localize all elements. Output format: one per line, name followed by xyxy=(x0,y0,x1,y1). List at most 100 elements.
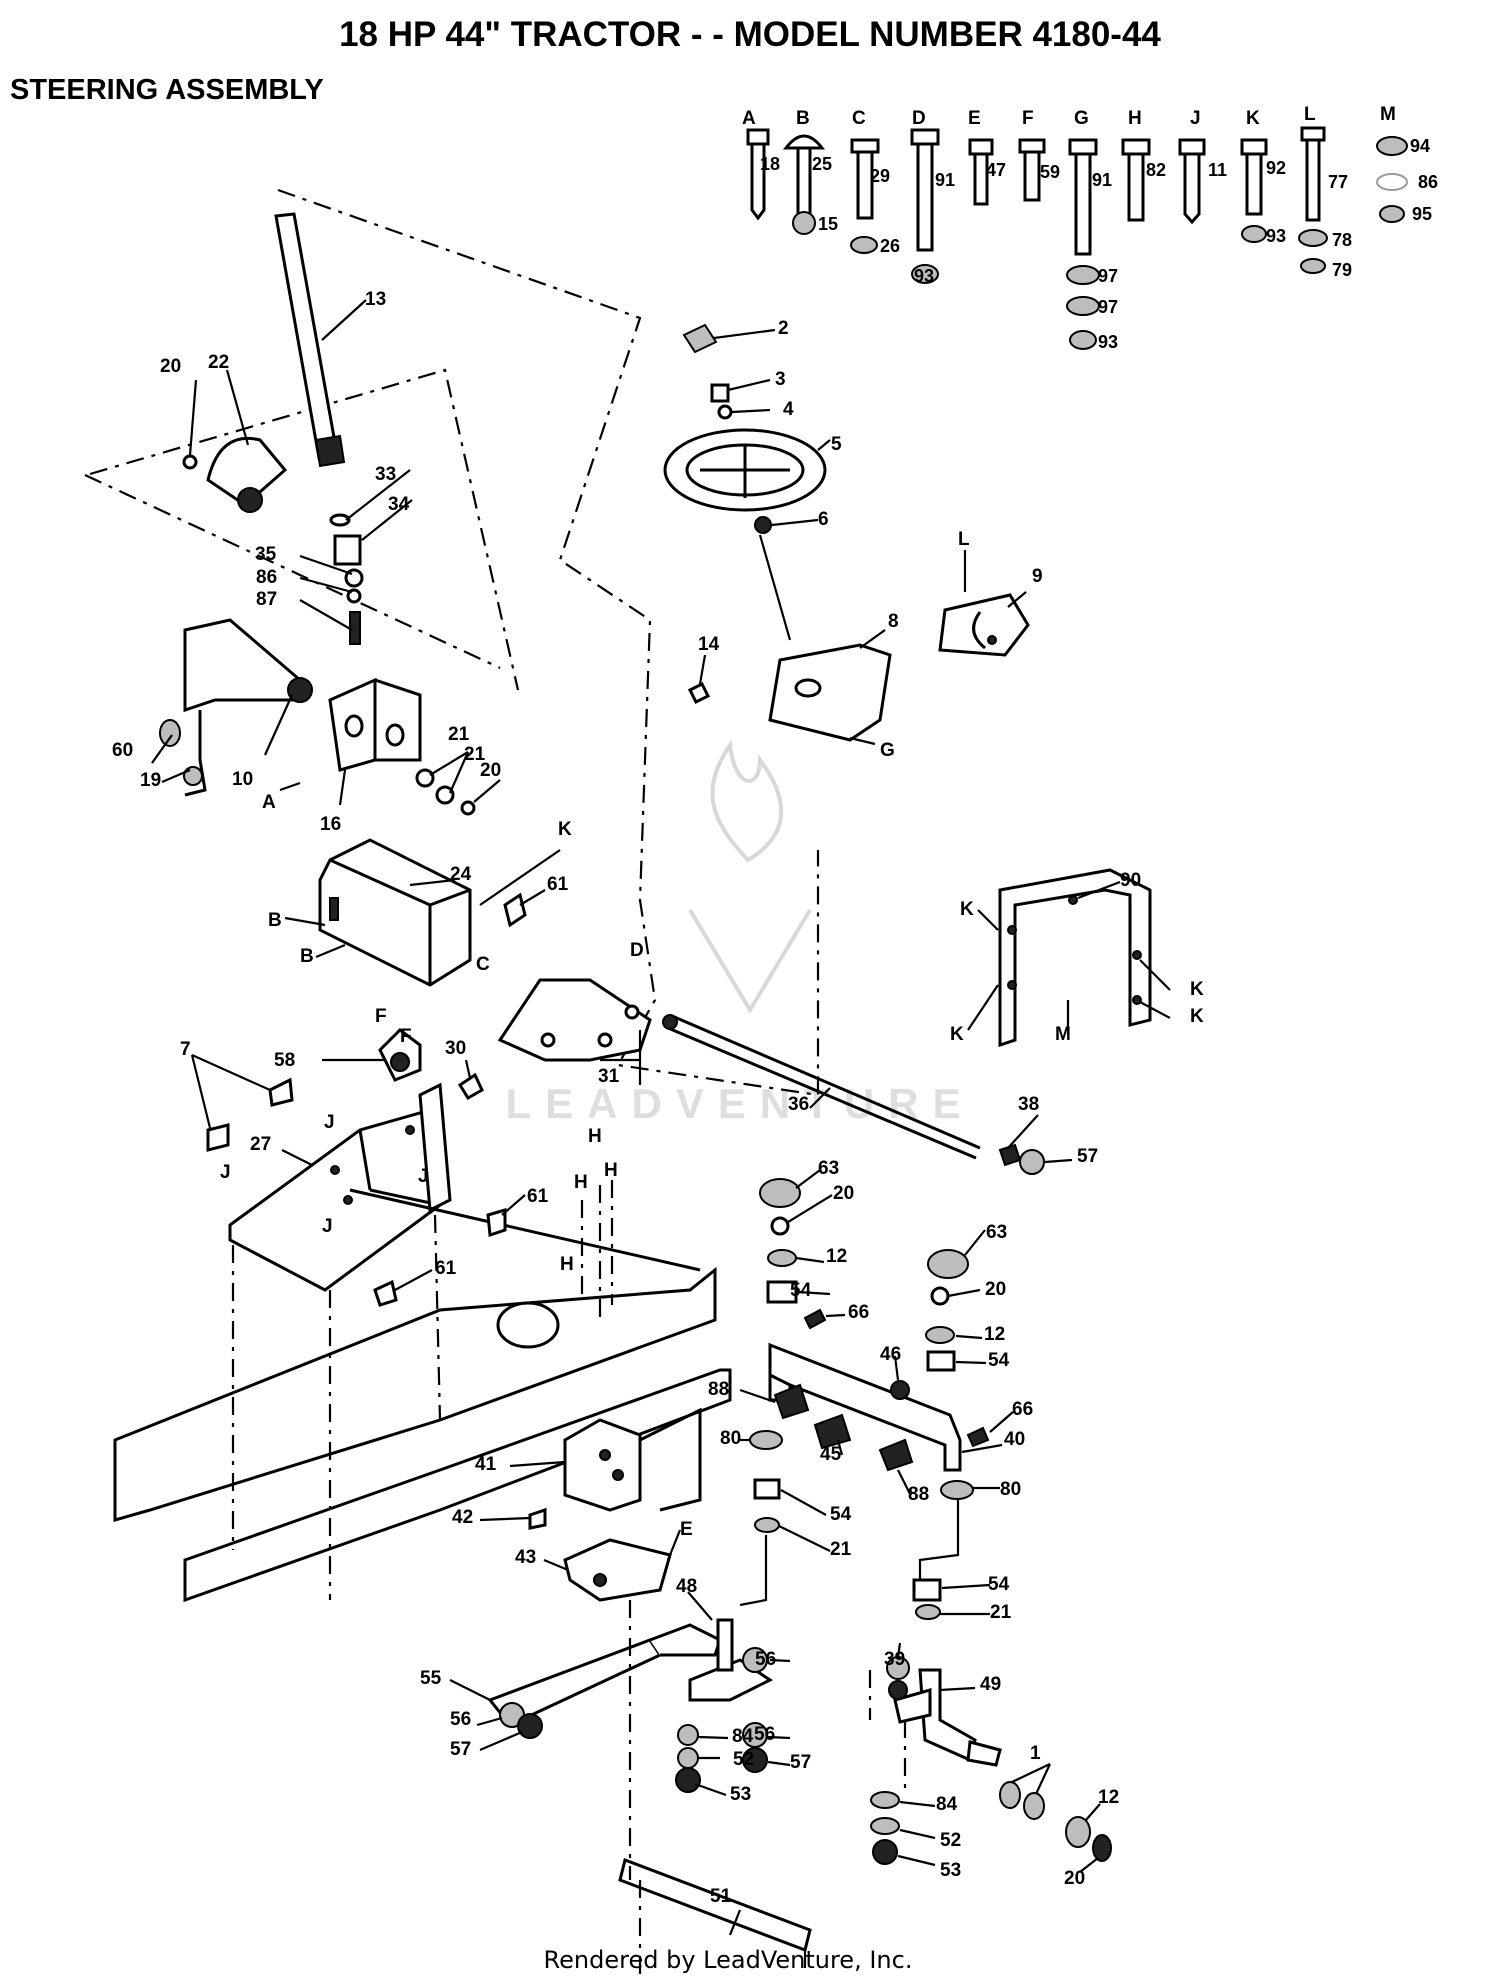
reference-letter: F xyxy=(400,1026,412,1047)
part-callout: 42 xyxy=(452,1507,473,1528)
sector-gear xyxy=(206,436,288,507)
part-callout: 27 xyxy=(250,1134,271,1155)
part-callout: 45 xyxy=(820,1444,842,1465)
part-callout: 48 xyxy=(676,1576,697,1597)
hardware-column-label: E xyxy=(968,108,981,129)
part-callout: 21 xyxy=(464,744,486,765)
hardware-part-number: 86 xyxy=(1418,172,1438,192)
reference-letter: H xyxy=(588,1126,602,1147)
part-callout: 19 xyxy=(140,770,161,791)
part-callout: 60 xyxy=(112,740,133,761)
hardware-column-label: A xyxy=(742,108,756,129)
page-title: 18 HP 44" TRACTOR - - MODEL NUMBER 4180-… xyxy=(339,15,1161,54)
part-callout: 90 xyxy=(1120,870,1141,891)
part-callout: 3 xyxy=(775,369,786,390)
part-callout: 8 xyxy=(888,611,899,632)
footer-credit: Rendered by LeadVenture, Inc. xyxy=(544,1946,913,1974)
watermark: LEADVENTURE xyxy=(505,739,961,1127)
part-callout: 49 xyxy=(980,1674,1001,1695)
reference-letter: L xyxy=(958,529,970,550)
bolt-k-icon xyxy=(1240,138,1268,216)
reference-letter: M xyxy=(1055,1024,1071,1045)
part-callout: 1 xyxy=(1030,1743,1041,1764)
part-callout: 57 xyxy=(790,1752,811,1773)
reference-letter: A xyxy=(262,792,276,813)
carriage-bolt-b-icon xyxy=(782,134,826,220)
part-callout: 86 xyxy=(256,567,277,588)
part-callout: 55 xyxy=(420,1668,442,1689)
washer-94-icon xyxy=(1376,136,1408,156)
hardware-part-number: 47 xyxy=(986,160,1006,180)
part-callout: 34 xyxy=(388,494,410,515)
part-callout: 43 xyxy=(515,1547,536,1568)
part-callout: 58 xyxy=(274,1050,295,1071)
hardware-part-number: 29 xyxy=(870,166,890,186)
part-callout: 20 xyxy=(1064,1868,1085,1889)
hardware-column-label: K xyxy=(1246,108,1260,129)
part-callout: 6 xyxy=(818,509,829,530)
washer-86-icon xyxy=(1376,173,1408,191)
part-callout: 5 xyxy=(831,434,842,455)
nut-93g-icon xyxy=(1069,330,1097,350)
washer-78-icon xyxy=(1298,229,1328,247)
reference-letter: H xyxy=(574,1172,588,1193)
washer-26-icon xyxy=(850,236,878,254)
right-spindle xyxy=(918,1668,977,1763)
part-callout: 88 xyxy=(908,1484,929,1505)
reference-letter: J xyxy=(418,1166,429,1187)
exploded-view xyxy=(84,188,1171,1975)
nut-15-icon xyxy=(792,211,816,235)
part-callout: 2 xyxy=(778,318,789,339)
hardware-part-number: 15 xyxy=(818,214,838,234)
part-callout: 57 xyxy=(450,1739,471,1760)
hardware-column-label: J xyxy=(1190,108,1201,129)
hardware-column-label: M xyxy=(1380,104,1396,125)
nut-93k-icon xyxy=(1241,225,1267,243)
pivot-plate xyxy=(563,1538,672,1602)
hardware-part-number: 93 xyxy=(914,266,934,286)
part-callout: 54 xyxy=(790,1280,812,1301)
nut-79-icon xyxy=(1300,258,1326,274)
part-callout: 12 xyxy=(826,1246,847,1267)
hardware-part-number: 91 xyxy=(1092,170,1112,190)
part-callout: 80 xyxy=(720,1428,741,1449)
tie-rod xyxy=(618,1858,812,1952)
bolt-e-icon xyxy=(968,138,994,206)
mount-bracket xyxy=(328,677,422,772)
part-callout: 36 xyxy=(788,1094,809,1115)
part-callout: 20 xyxy=(480,760,501,781)
hardware-part-number: 77 xyxy=(1328,172,1348,192)
hardware-part-number: 93 xyxy=(1098,332,1118,352)
part-callout: 52 xyxy=(733,1749,754,1770)
dash-support xyxy=(768,643,892,742)
part-callout: 10 xyxy=(232,769,253,790)
cap-right xyxy=(927,1249,969,1279)
hardware-part-number: 59 xyxy=(1040,162,1060,182)
reference-letter: K xyxy=(1190,979,1204,1000)
reference-letter: H xyxy=(560,1254,574,1275)
part-callout: 51 xyxy=(710,1886,732,1907)
cap-left xyxy=(759,1178,801,1208)
part-callout: 56 xyxy=(450,1709,471,1730)
part-callout: 87 xyxy=(256,589,277,610)
part-callout: 39 xyxy=(884,1649,905,1670)
part-callout: 84 xyxy=(732,1726,754,1747)
hardware-part-number: 11 xyxy=(1208,160,1227,180)
hardware-part-number: 97 xyxy=(1098,266,1118,286)
bolt-f-icon xyxy=(1018,138,1046,202)
console-plate xyxy=(938,593,1030,657)
reference-letter: J xyxy=(220,1162,231,1183)
bolt-l-icon xyxy=(1300,126,1326,222)
part-callout: 30 xyxy=(445,1038,466,1059)
part-callout: 7 xyxy=(180,1039,191,1060)
hardware-column-label: F xyxy=(1022,108,1034,129)
part-callout: 35 xyxy=(255,544,277,565)
part-callout: 61 xyxy=(435,1258,457,1279)
part-callout: 63 xyxy=(818,1158,839,1179)
part-callout: 53 xyxy=(730,1784,751,1805)
part-callout: 61 xyxy=(527,1186,549,1207)
part-callout: 66 xyxy=(1012,1399,1033,1420)
part-callout: 21 xyxy=(990,1602,1012,1623)
